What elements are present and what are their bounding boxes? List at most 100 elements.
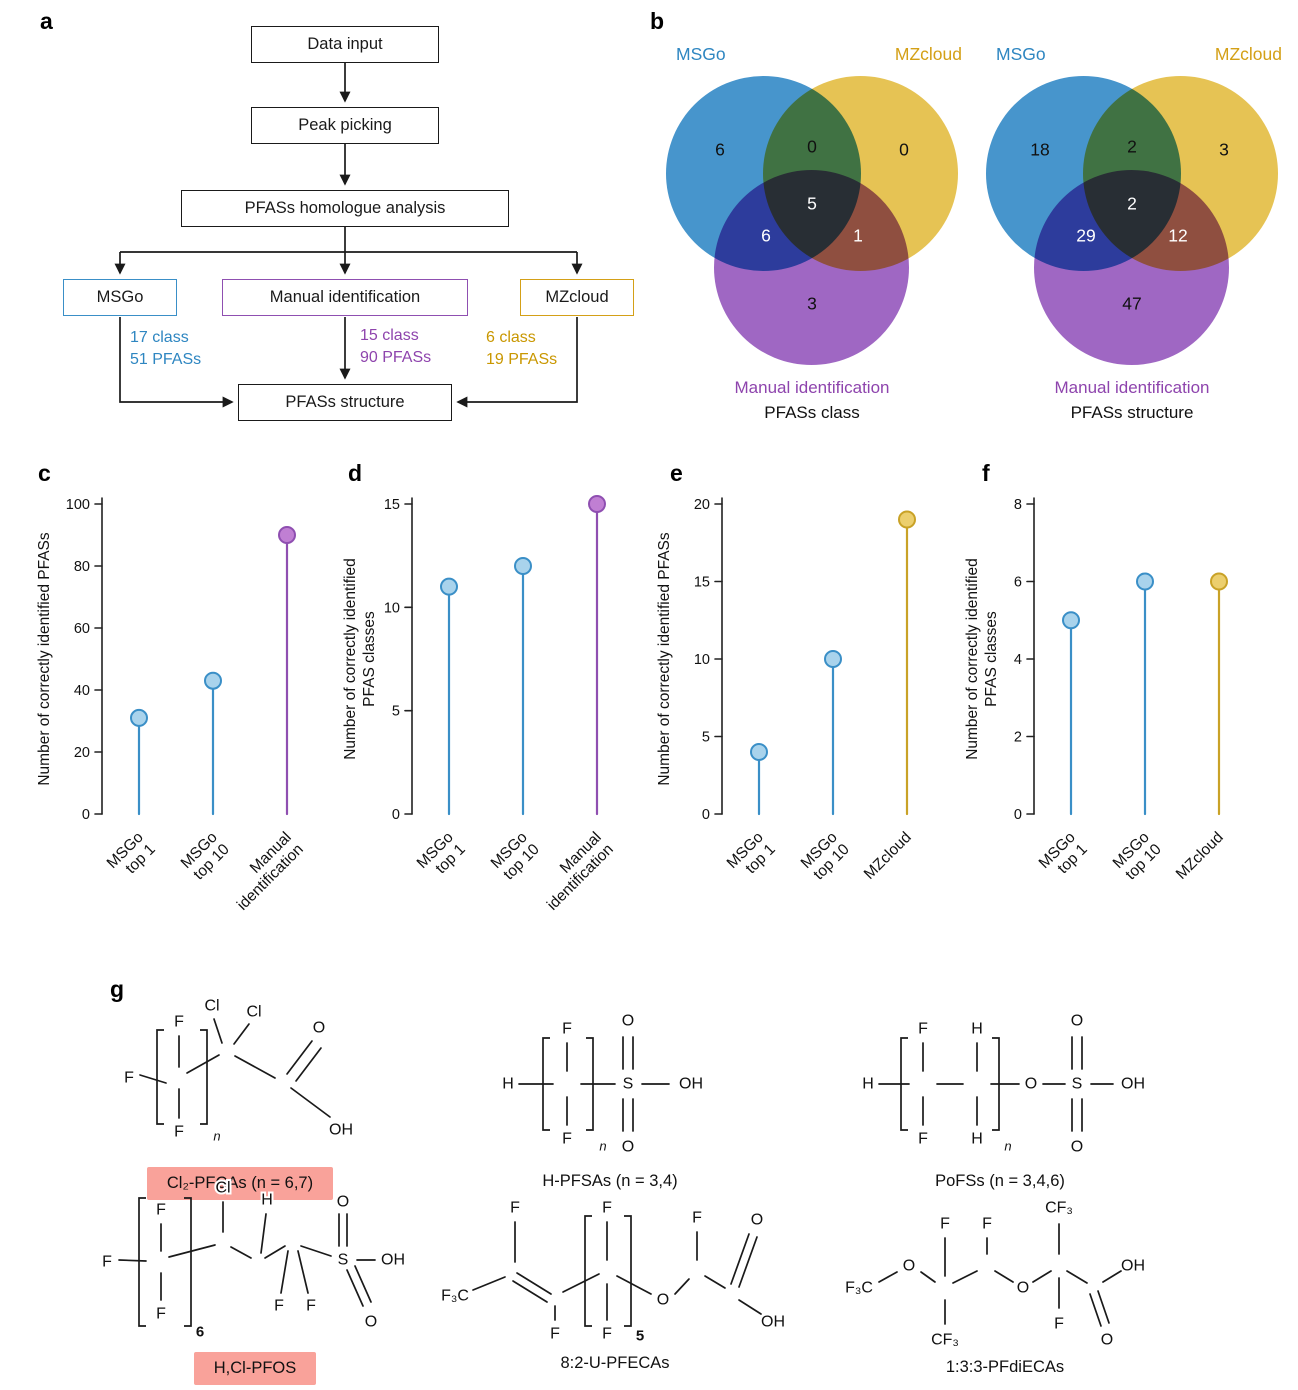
venn-caption-metric: PFASs class bbox=[764, 402, 860, 422]
atom-label: Cl bbox=[215, 1180, 230, 1197]
structure-label: H-PFSAs (n = 3,4) bbox=[480, 1172, 740, 1191]
repeat-bracket bbox=[584, 1215, 592, 1327]
flow-box-mzcloud: MZcloud bbox=[520, 279, 634, 316]
flow-box-label: Peak picking bbox=[298, 116, 392, 134]
venn-caption-metric: PFASs structure bbox=[1070, 402, 1194, 422]
lollipop-marker bbox=[898, 510, 916, 529]
venn-count-mzcloud-only: 0 bbox=[899, 139, 909, 160]
atom-label: F bbox=[602, 1200, 612, 1217]
venn-caption: Manual identification PFASs structure bbox=[982, 376, 1282, 425]
atom-label: F bbox=[562, 1131, 572, 1148]
atom-label: OH bbox=[679, 1076, 703, 1093]
atom-label: H bbox=[971, 1131, 983, 1148]
lollipop-marker bbox=[588, 495, 606, 513]
venn-count-manual-only: 47 bbox=[1122, 293, 1142, 314]
venn-pfas-structure: MSGo MZcloud 18 2 3 2 29 12 47 Manual id… bbox=[982, 32, 1282, 432]
x-category-label: MZcloud bbox=[1173, 829, 1227, 883]
x-category-label: Manualidentification bbox=[532, 829, 617, 914]
y-tick-label: 40 bbox=[74, 683, 90, 699]
flow-box-msgo: MSGo bbox=[63, 279, 177, 316]
y-tick-label: 80 bbox=[74, 559, 90, 575]
atom-label: O bbox=[365, 1314, 377, 1331]
venn-count-msgo-manual: 6 bbox=[761, 225, 771, 246]
manual-stats: 15 class 90 PFASs bbox=[360, 325, 431, 368]
venn-count-msgo-only: 18 bbox=[1030, 139, 1050, 160]
structure-label: H,Cl-PFOS bbox=[90, 1352, 420, 1385]
lollipop-marker bbox=[1210, 572, 1228, 591]
repeat-bracket bbox=[586, 1037, 594, 1131]
panel-letter-f: f bbox=[982, 460, 990, 486]
y-tick-label: 5 bbox=[392, 704, 400, 720]
venn-count-all-three: 5 bbox=[807, 193, 817, 214]
x-category-label: MSGotop 10 bbox=[178, 829, 233, 884]
y-axis-label: Number of correctly identified bbox=[964, 558, 981, 760]
venn-count-msgo-only: 6 bbox=[715, 139, 725, 160]
repeat-bracket bbox=[156, 1029, 164, 1125]
atom-label: F bbox=[124, 1070, 134, 1087]
atom-label: O bbox=[1017, 1280, 1029, 1297]
flow-box-homologue-analysis: PFASs homologue analysis bbox=[181, 190, 509, 227]
atom-label: F bbox=[940, 1216, 950, 1233]
highlight-box: H,Cl-PFOS bbox=[193, 1352, 317, 1385]
stat-line: 19 PFASs bbox=[486, 350, 558, 368]
y-tick-label: 2 bbox=[1014, 730, 1022, 746]
atom-label: F bbox=[174, 1014, 184, 1031]
venn-label-mzcloud: MZcloud bbox=[1214, 44, 1282, 64]
y-tick-label: 0 bbox=[702, 807, 710, 823]
venn-count-msgo-mzcloud: 2 bbox=[1127, 136, 1137, 157]
y-tick-label: 0 bbox=[82, 807, 90, 823]
venn-count-mzcloud-manual: 12 bbox=[1168, 225, 1188, 246]
msgo-stats: 17 class 51 PFASs bbox=[130, 327, 201, 370]
y-tick-label: 0 bbox=[392, 807, 400, 823]
flow-box-peak-picking: Peak picking bbox=[251, 107, 439, 144]
panel-letter-e: e bbox=[670, 460, 683, 486]
flow-box-label: Manual identification bbox=[269, 288, 421, 306]
atom-label: O bbox=[903, 1258, 915, 1275]
structure-name: PoFSs (n = 3,4,6) bbox=[935, 1172, 1065, 1190]
lollipop-marker bbox=[130, 708, 148, 727]
atom-label: O bbox=[1025, 1076, 1037, 1093]
y-axis-label: Number of correctly identified bbox=[342, 558, 359, 760]
venn-count-mzcloud-only: 3 bbox=[1219, 139, 1229, 160]
panel-letter-g: g bbox=[110, 976, 125, 1002]
venn-count-msgo-mzcloud: 0 bbox=[807, 136, 817, 157]
venn-circle-manual bbox=[714, 170, 909, 365]
venn-caption-manual: Manual identification bbox=[1054, 378, 1210, 397]
atom-label: F bbox=[174, 1124, 184, 1141]
panel-letter-d: d bbox=[348, 460, 363, 486]
venn-pfas-class: MSGo MZcloud 6 0 0 5 6 1 3 Manual identi… bbox=[662, 32, 962, 432]
stat-line: 90 PFASs bbox=[360, 348, 432, 366]
y-tick-label: 60 bbox=[74, 621, 90, 637]
structure-label: 1:3:3-PFdiECAs bbox=[830, 1358, 1180, 1377]
venn-label-msgo: MSGo bbox=[996, 44, 1046, 64]
atom-label: O bbox=[1071, 1139, 1083, 1156]
panel-a: a Data input Peak p bbox=[30, 6, 650, 446]
y-axis-label: Number of correctly identified PFASs bbox=[36, 532, 53, 786]
lollipop-marker bbox=[1062, 611, 1080, 630]
y-axis-label: Number of correctly identified PFASs bbox=[656, 532, 673, 786]
atom-label: H bbox=[971, 1021, 983, 1038]
atom-label: F₃C bbox=[845, 1280, 873, 1297]
repeat-bracket bbox=[200, 1029, 208, 1125]
atom-label: O bbox=[622, 1013, 634, 1030]
repeat-bracket bbox=[900, 1037, 908, 1131]
flow-box-label: MSGo bbox=[96, 288, 144, 306]
flow-box-manual-identification: Manual identification bbox=[222, 279, 468, 316]
x-category-label: MSGotop 1 bbox=[724, 829, 779, 884]
atom-label: F bbox=[1054, 1316, 1064, 1333]
flowchart-connectors bbox=[114, 63, 583, 408]
atom-label: O bbox=[657, 1292, 669, 1309]
flow-box-data-input: Data input bbox=[251, 26, 439, 63]
